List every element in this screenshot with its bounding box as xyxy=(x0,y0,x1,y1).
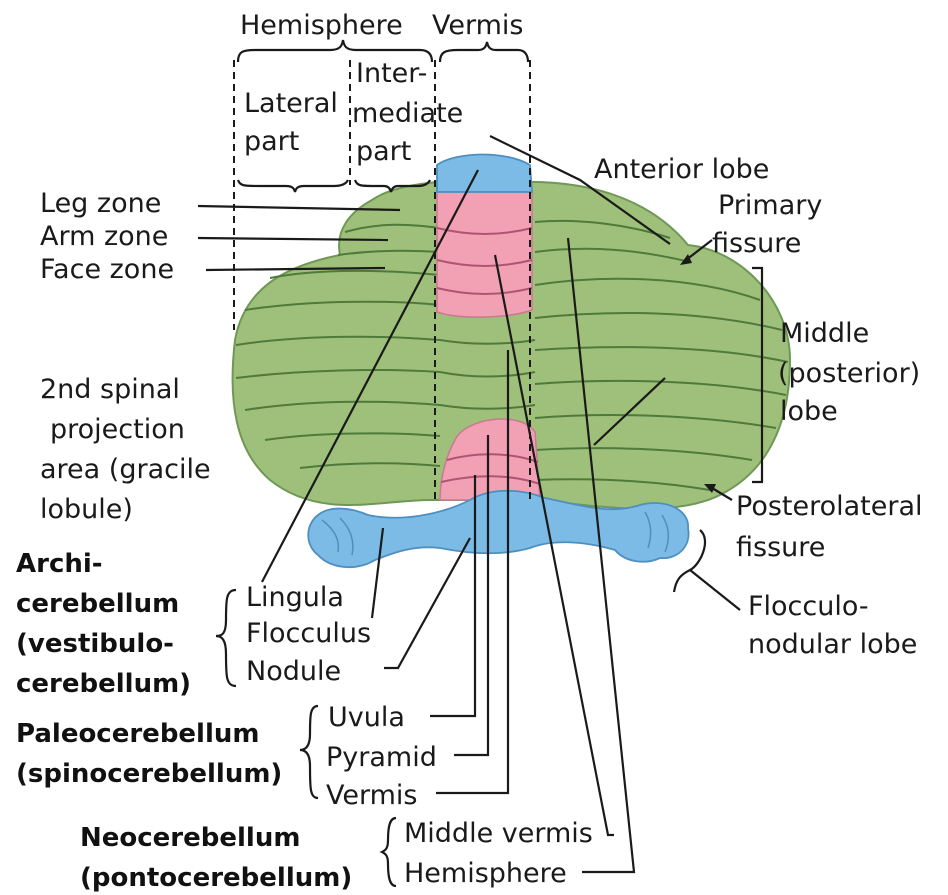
middle-vermis-label: Middle vermis xyxy=(404,818,593,849)
primary-fissure-label-2: fissure xyxy=(712,228,801,259)
paleo-brace xyxy=(300,706,318,798)
flocculonodular-leader xyxy=(690,570,740,610)
nodule-leader xyxy=(384,538,470,668)
primary-fissure-label-1: Primary xyxy=(718,190,822,221)
flocculus-label: Flocculus xyxy=(246,618,371,649)
archi-label-1: Archi- xyxy=(16,549,103,579)
middle-lobe-label-2: (posterior) xyxy=(778,358,920,389)
lateral-label-2: part xyxy=(244,126,299,157)
middle-lobe-label-1: Middle xyxy=(780,318,869,349)
middle-lobe-label-3: lobe xyxy=(780,396,838,427)
neo-brace xyxy=(382,818,396,886)
vermis-label: Vermis xyxy=(432,10,523,41)
spinal-label-2: projection xyxy=(50,414,185,445)
neo-label-1: Neocerebellum xyxy=(80,823,300,853)
pyramid-label: Pyramid xyxy=(326,742,437,773)
spinal-label-1: 2nd spinal xyxy=(40,374,180,405)
lingula xyxy=(437,154,532,192)
archi-label-3: (vestibulo- xyxy=(16,629,174,659)
spinal-label-3: area (gracile xyxy=(40,454,211,485)
paleo-label-2: (spinocerebellum) xyxy=(16,759,282,789)
uvula-label: Uvula xyxy=(328,702,405,733)
anterior-lobe-label: Anterior lobe xyxy=(594,154,769,185)
leg-zone-label: Leg zone xyxy=(40,188,161,219)
lateral-label-1: Lateral xyxy=(244,88,338,119)
paleo-label-1: Paleocerebellum xyxy=(16,719,259,749)
posterolateral-fissure-label-1: Posterolateral xyxy=(736,491,923,522)
intermediate-label-1: Inter- xyxy=(356,58,427,89)
anterior-vermis xyxy=(437,190,532,317)
archi-brace xyxy=(216,590,236,686)
face-zone-label: Face zone xyxy=(40,254,174,285)
hemisphere-label: Hemisphere xyxy=(240,10,403,41)
nodule-label: Nodule xyxy=(246,656,341,687)
archi-label-4: cerebellum) xyxy=(16,669,191,699)
posterolateral-fissure-label-2: fissure xyxy=(736,532,825,563)
flocculonodular-label-2: nodular lobe xyxy=(748,629,917,660)
hemisphere-item-label: Hemisphere xyxy=(404,858,567,889)
lingula-label: Lingula xyxy=(246,582,344,613)
intermediate-label-2: mediate xyxy=(352,98,463,129)
arm-zone-label: Arm zone xyxy=(40,221,168,252)
intermediate-label-3: part xyxy=(356,136,411,167)
flocculonodular-label-1: Flocculo- xyxy=(748,591,869,622)
archi-label-2: cerebellum xyxy=(16,589,179,619)
spinal-label-4: lobule) xyxy=(40,494,133,525)
paleo-vermis-label: Vermis xyxy=(326,780,417,811)
neo-label-2: (pontocerebellum) xyxy=(80,863,352,893)
